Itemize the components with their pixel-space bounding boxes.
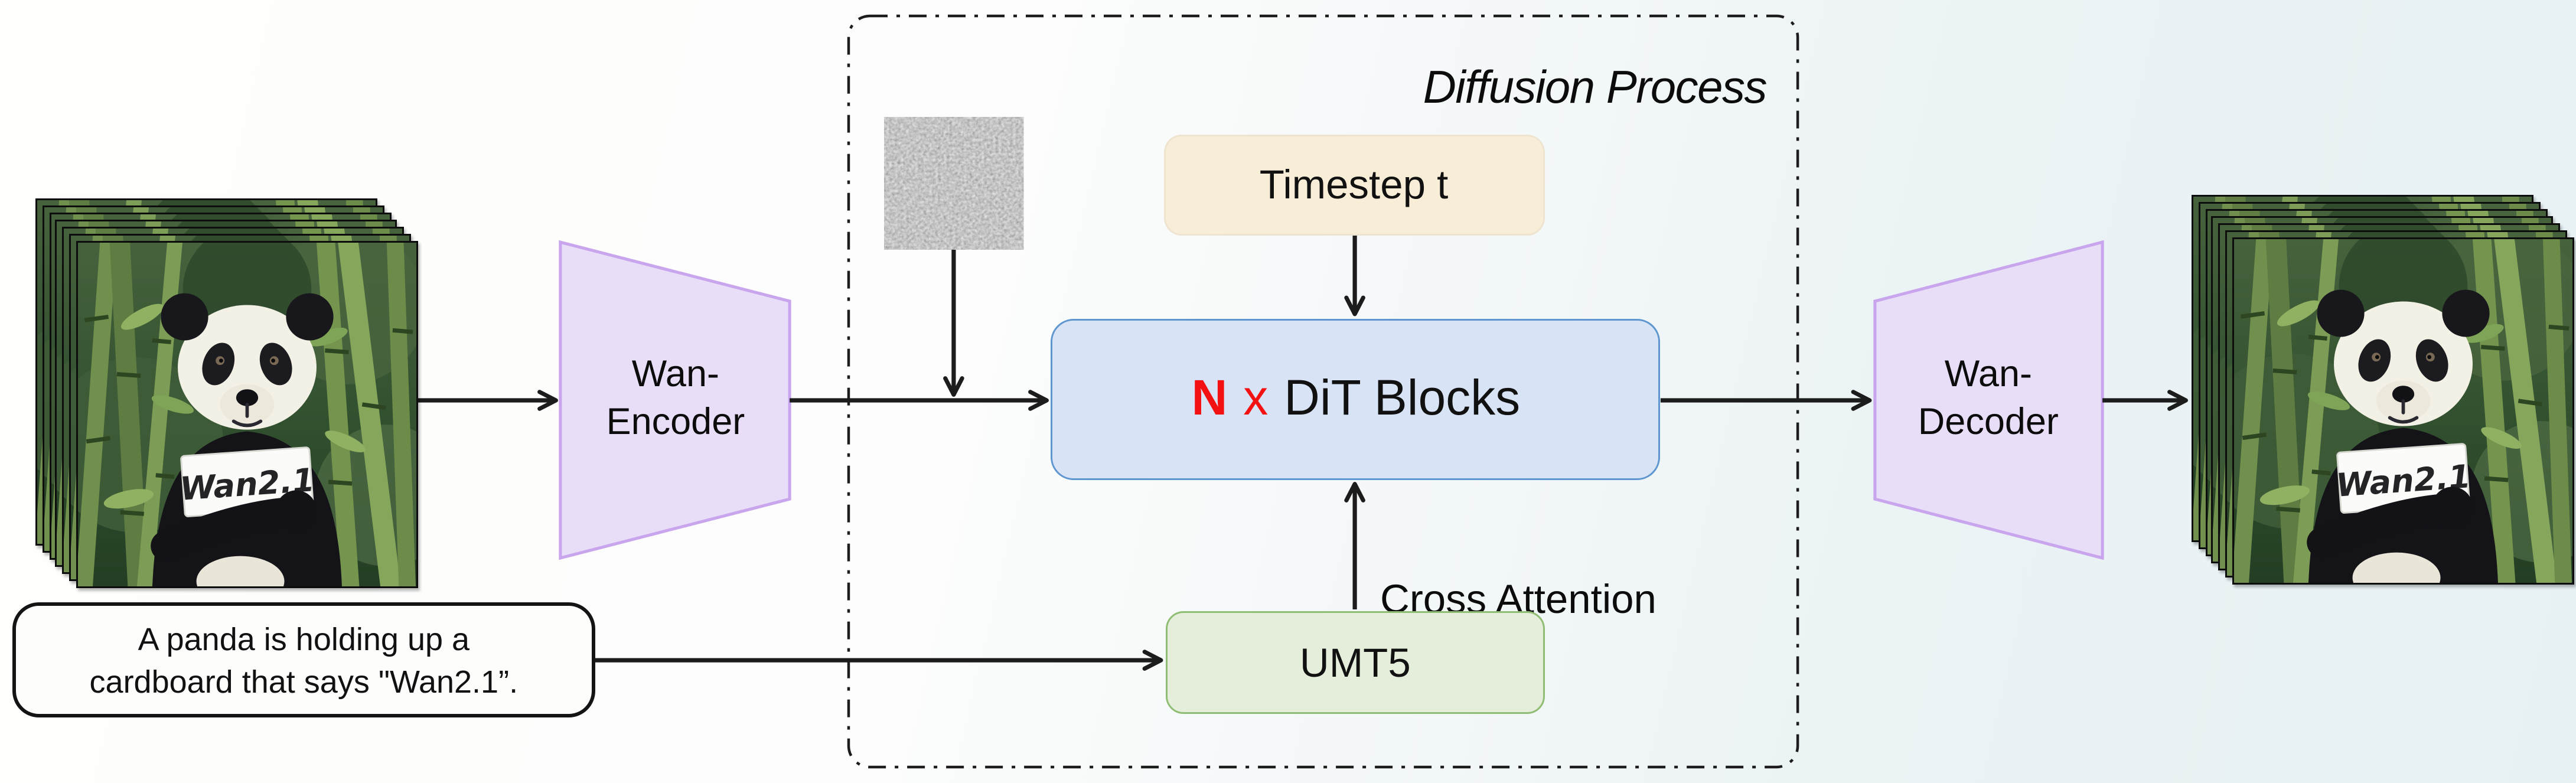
dit-times-sign: x — [1243, 370, 1269, 426]
wan-decoder-label: Wan- Decoder — [1873, 353, 2104, 448]
wan-encoder-label: Wan- Encoder — [560, 353, 791, 448]
video-frame — [2232, 237, 2575, 585]
wan-decoder-line1: Wan- — [1944, 354, 2032, 395]
input-video-frames — [35, 198, 419, 590]
dit-blocks-box: N x DiT Blocks — [1051, 319, 1661, 479]
wan-encoder-shape — [559, 240, 791, 560]
prompt-line2: cardboard that says "Wan2.1”. — [89, 664, 519, 700]
wan-decoder-line2: Decoder — [1918, 402, 2059, 443]
dit-label: DiT Blocks — [1284, 370, 1521, 426]
video-frame — [76, 241, 419, 588]
diffusion-process-boundary — [847, 14, 1799, 769]
dit-n-count: N — [1191, 370, 1228, 426]
timestep-label: Timestep t — [1259, 161, 1449, 207]
noise-image — [884, 116, 1024, 250]
diffusion-process-title: Diffusion Process — [1423, 60, 1768, 113]
timestep-box: Timestep t — [1163, 135, 1545, 236]
wan-encoder-line2: Encoder — [606, 402, 745, 443]
wan-decoder-shape — [1873, 240, 2104, 560]
prompt-line1: A panda is holding up a — [138, 621, 470, 657]
prompt-box: A panda is holding up a cardboard that s… — [12, 602, 595, 718]
wan-encoder-line1: Wan- — [631, 354, 719, 395]
output-video-frames — [2191, 194, 2575, 586]
umt5-box: UMT5 — [1166, 611, 1544, 715]
umt5-label: UMT5 — [1299, 638, 1411, 685]
